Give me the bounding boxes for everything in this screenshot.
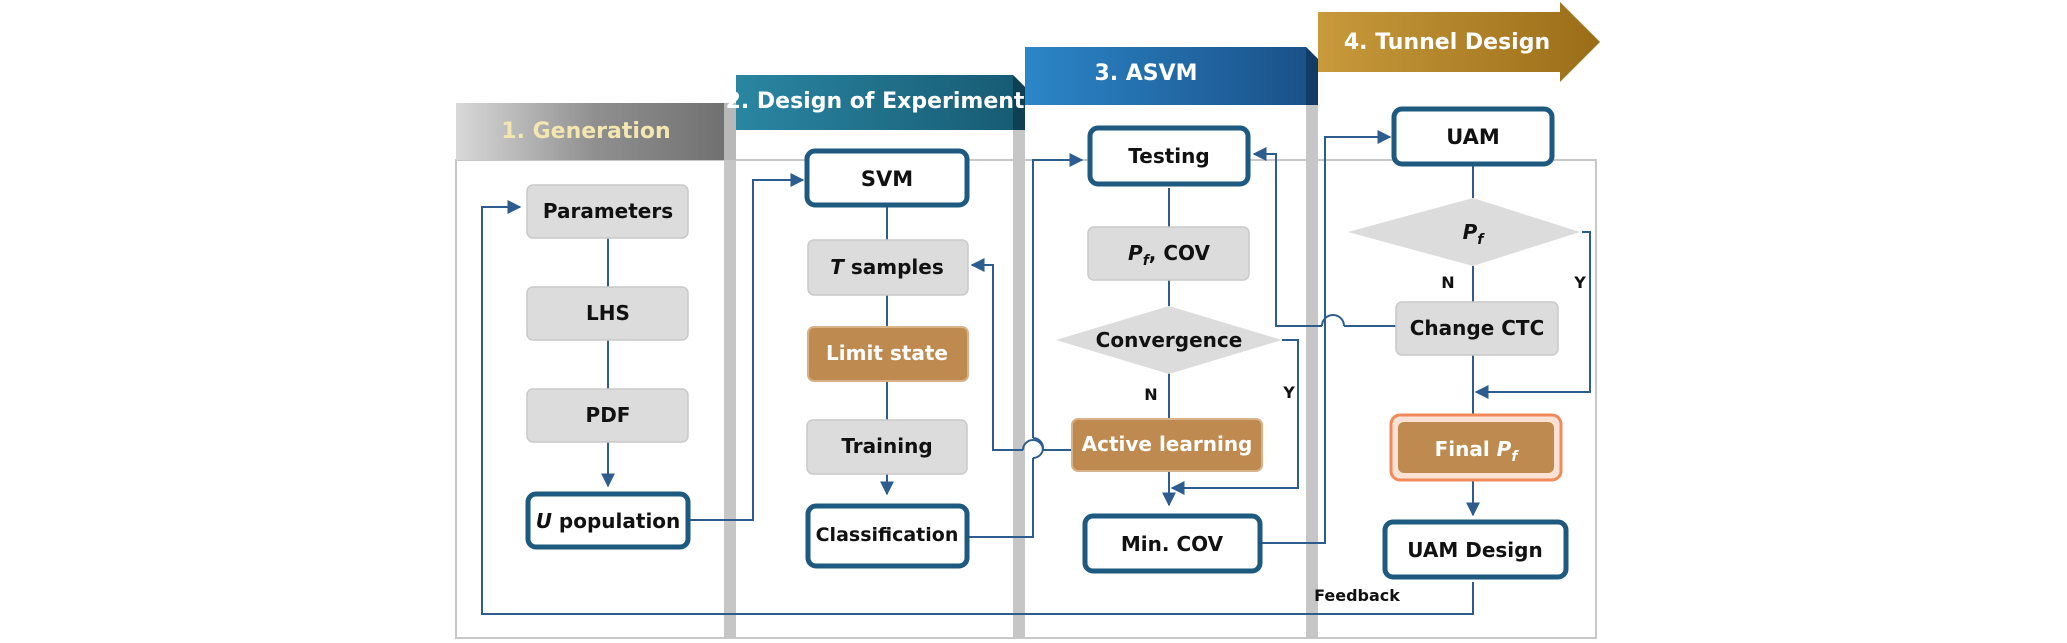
- svg-text:U population: U population: [536, 509, 681, 533]
- node-pdf: PDF: [526, 388, 689, 443]
- convergence-y-label: Y: [1282, 383, 1295, 402]
- node-convergence: Convergence: [1056, 306, 1282, 374]
- svg-text:2. Design of Experiment: 2. Design of Experiment: [726, 89, 1025, 114]
- svg-text:Training: Training: [841, 434, 932, 458]
- svg-text:UAM: UAM: [1446, 125, 1500, 149]
- node-active-learning: Active learning: [1071, 418, 1263, 472]
- column-divider: [1013, 110, 1025, 638]
- stage-header-generation: 1. Generation: [456, 103, 736, 160]
- svg-text:3. ASVM: 3. ASVM: [1094, 61, 1197, 86]
- node-uam: UAM: [1391, 106, 1555, 167]
- stage-header-asvm: 3. ASVM: [1025, 47, 1318, 105]
- svg-text:Pf, COV: Pf, COV: [1128, 241, 1210, 269]
- svg-text:Active learning: Active learning: [1082, 432, 1253, 456]
- column-divider: [1306, 80, 1318, 638]
- column-divider: [724, 160, 736, 638]
- svg-text:LHS: LHS: [586, 301, 630, 325]
- convergence-n-label: N: [1144, 385, 1157, 404]
- node-uam-design: UAM Design: [1382, 519, 1569, 580]
- node-u-population: U population: [525, 491, 691, 550]
- svg-text:Final Pf: Final Pf: [1435, 437, 1520, 465]
- connectors: [481, 130, 1591, 615]
- feedback-label: Feedback: [1314, 586, 1400, 605]
- svg-text:SVM: SVM: [861, 167, 913, 191]
- pf-y-label: Y: [1573, 273, 1586, 292]
- svg-text:Classification: Classification: [816, 524, 959, 546]
- node-pf-decision: Pf: [1348, 198, 1580, 266]
- svg-text:4. Tunnel Design: 4. Tunnel Design: [1344, 30, 1550, 55]
- node-change-ctc: Change CTC: [1395, 301, 1559, 356]
- node-final-pf: Final Pf: [1389, 413, 1563, 482]
- stage-header-tunnel-design: 4. Tunnel Design: [1318, 2, 1600, 82]
- node-classification: Classification: [805, 503, 970, 569]
- svg-text:T samples: T samples: [830, 255, 944, 279]
- node-lhs: LHS: [526, 286, 689, 341]
- node-testing: Testing: [1087, 125, 1251, 187]
- svg-text:Parameters: Parameters: [543, 199, 673, 223]
- svg-text:UAM Design: UAM Design: [1407, 538, 1542, 562]
- node-limit-state: Limit state: [807, 326, 969, 382]
- svg-text:Convergence: Convergence: [1096, 328, 1243, 352]
- svg-text:Pf: Pf: [1463, 220, 1486, 248]
- svg-text:Limit state: Limit state: [826, 341, 948, 365]
- node-pf-cov: Pf, COV: [1087, 226, 1250, 281]
- node-svm: SVM: [804, 148, 970, 208]
- svg-text:PDF: PDF: [586, 403, 631, 427]
- svg-text:1. Generation: 1. Generation: [501, 119, 670, 144]
- node-t-samples: T samples: [807, 239, 969, 296]
- pf-n-label: N: [1441, 273, 1454, 292]
- node-min-cov: Min. COV: [1082, 513, 1263, 574]
- svg-text:Change CTC: Change CTC: [1410, 316, 1545, 340]
- node-training: Training: [806, 419, 968, 475]
- stage-header-design-of-experiment: 2. Design of Experiment: [726, 75, 1025, 130]
- node-parameters: Parameters: [526, 184, 689, 239]
- svg-text:Min. COV: Min. COV: [1121, 532, 1224, 556]
- svg-text:Testing: Testing: [1128, 144, 1209, 168]
